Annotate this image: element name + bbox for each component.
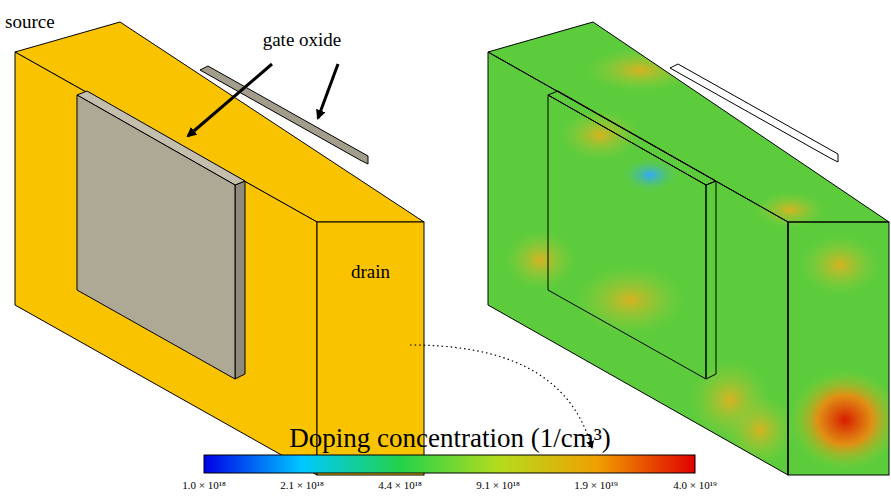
region-label: drain xyxy=(351,262,390,283)
colorbar-title: Doping concentration (1/cm³) xyxy=(289,424,611,454)
tick-label: 4.0 × 10¹⁹ xyxy=(673,479,717,491)
tick-label: 9.1 × 10¹⁸ xyxy=(476,479,520,491)
drain-face: drain xyxy=(317,222,424,475)
tick-label: 2.1 × 10¹⁸ xyxy=(280,479,324,491)
part-label: source xyxy=(5,12,55,33)
tick-label: 1.9 × 10¹⁹ xyxy=(574,479,618,491)
callout-label: gate oxide xyxy=(263,30,342,51)
tick-label: 1.0 × 10¹⁸ xyxy=(182,479,226,491)
tick-label: 4.4 × 10¹⁸ xyxy=(378,479,422,491)
